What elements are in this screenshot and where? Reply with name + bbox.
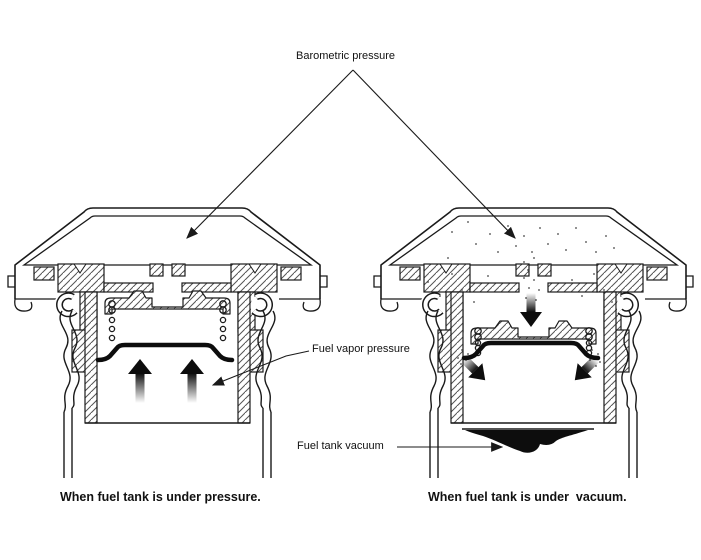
spring-left-extended <box>108 300 227 342</box>
fuel-tank-vacuum-shape <box>462 428 594 453</box>
fuel-vapor-leader <box>211 350 310 386</box>
inflow-diagonal-arrows <box>460 355 600 381</box>
air-stipple-dots <box>427 221 615 367</box>
left-caption: When fuel tank is under pressure. <box>60 490 261 504</box>
right-caption: When fuel tank is under vacuum. <box>428 490 627 504</box>
fuel-vapor-up-arrows <box>128 359 204 403</box>
right-valve-assembly <box>464 320 598 358</box>
leader-lines <box>186 69 516 452</box>
diaphragm <box>464 343 598 358</box>
left-cap-diagram <box>8 208 327 478</box>
fuel-vapor-pressure-label: Fuel vapor pressure <box>312 343 410 355</box>
barometric-down-arrow <box>520 293 542 327</box>
barometric-leader-right <box>352 69 516 239</box>
right-cap-diagram <box>374 208 693 478</box>
barometric-leader-left <box>186 69 354 239</box>
fuel-tank-vacuum-label: Fuel tank vacuum <box>297 440 384 452</box>
diaphragm <box>98 345 232 360</box>
barometric-pressure-label: Barometric pressure <box>296 50 396 62</box>
left-valve-assembly <box>98 290 232 360</box>
spring-right-compressed <box>474 327 593 357</box>
